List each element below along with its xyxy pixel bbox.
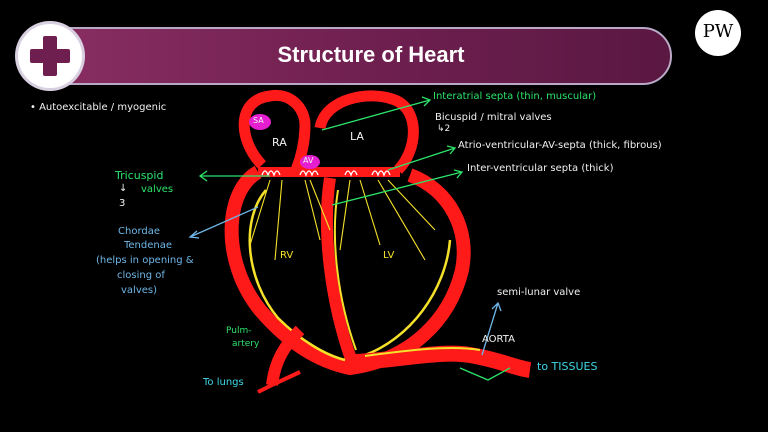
- label-semilunar: semi-lunar valve: [497, 287, 581, 298]
- label-chordae-1: Chordae: [118, 226, 161, 237]
- pw-logo: PW: [695, 10, 741, 56]
- label-la: LA: [350, 130, 364, 143]
- label-lv: LV: [383, 250, 395, 261]
- pulm-branch-2: [257, 383, 273, 394]
- left-atrium-wall: [314, 90, 419, 174]
- label-chordae-2: Tendenae: [124, 240, 173, 251]
- label-aorta: AORTA: [482, 334, 515, 345]
- mitral-valve-2: [371, 170, 391, 177]
- plus-icon: [18, 24, 82, 88]
- label-bicuspid: Bicuspid / mitral valves: [435, 112, 552, 123]
- label-sa: SA: [253, 116, 264, 125]
- note-autoexcitable: • Autoexcitable / myogenic: [30, 102, 167, 113]
- label-pulm-1: Pulm-: [226, 326, 252, 336]
- label-tricuspid-valves: valves: [141, 184, 174, 195]
- right-atrium-wall: [238, 89, 311, 173]
- mitral-valve: [344, 170, 358, 177]
- label-pulm-2: artery: [232, 339, 260, 349]
- tricuspid-valve: [261, 170, 281, 177]
- ventricle-wall: [224, 165, 471, 376]
- label-arrows: [188, 96, 511, 381]
- aorta-lining: [364, 346, 481, 357]
- label-chordae-3: (helps in opening &: [96, 255, 194, 266]
- label-chordae-4: closing of: [117, 270, 165, 281]
- title-bar: Structure of Heart: [30, 27, 672, 85]
- label-ra: RA: [272, 136, 287, 149]
- inner-lining-right: [361, 239, 452, 358]
- label-interatrial: Interatrial septa (thin, muscular): [433, 91, 597, 102]
- aorta-vessel: [354, 345, 532, 378]
- label-to-lungs: To lungs: [203, 377, 244, 388]
- pulmonary-artery: [266, 325, 305, 386]
- label-tricuspid-arrow: ↓: [119, 183, 128, 194]
- septum-lining: [333, 189, 357, 351]
- label-av: AV: [303, 156, 314, 165]
- label-to-tissues: to TISSUES: [537, 360, 598, 373]
- label-chordae-5: valves): [121, 285, 158, 296]
- label-bicuspid-num: ↳2: [437, 124, 451, 134]
- label-interventricular: Inter-ventricular septa (thick): [467, 163, 614, 174]
- inner-lining-left: [248, 189, 346, 362]
- page-title: Structure of Heart: [277, 42, 465, 67]
- label-tricuspid-num: 3: [119, 198, 126, 209]
- chordae-lines: [249, 179, 436, 261]
- logo-text: PW: [702, 21, 734, 42]
- tricuspid-valve-2: [299, 170, 319, 177]
- sa-node: [249, 114, 271, 130]
- interventricular-septum: [321, 177, 358, 365]
- pulm-branch: [271, 370, 301, 387]
- label-atrio-ventricular: Atrio-ventricular-AV-septa (thick, fibro…: [458, 140, 662, 151]
- av-node: [300, 155, 320, 169]
- label-tricuspid: Tricuspid: [115, 169, 164, 182]
- label-rv: RV: [280, 250, 294, 261]
